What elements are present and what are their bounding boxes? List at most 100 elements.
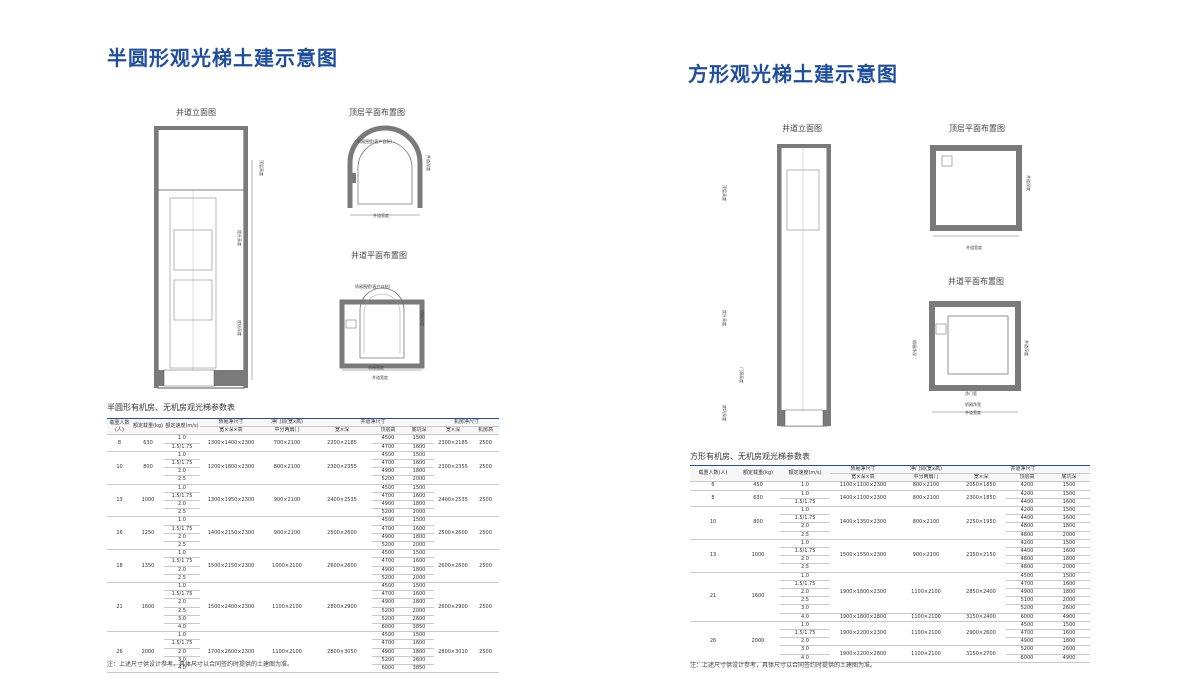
cell-speed: 1.5/1.75: [164, 639, 200, 649]
cell-speed: 4.0: [780, 654, 830, 663]
cell-pit-depth: 1600: [404, 590, 435, 600]
cell-top-height: 4900: [372, 500, 404, 510]
cell-pit-depth: 2600: [404, 656, 435, 666]
cell-load: 630: [736, 490, 780, 508]
cell-persons: 6: [690, 481, 736, 491]
cell-speed: 3.0: [164, 656, 200, 666]
cell-shaft: 2300×2355: [312, 451, 372, 485]
cell-shaft: 3150×2400: [956, 613, 1006, 622]
cell-speed: 1.0: [164, 516, 200, 526]
rt-head-door: 净门洞(宽x高): [896, 464, 956, 475]
right-shaft-depth-label: 井道深度: [1024, 340, 1029, 356]
cell-speed: 1.5/1.75: [164, 557, 200, 567]
cell-pit-depth: 1600: [1048, 580, 1091, 590]
cell-load: 2000: [736, 621, 780, 663]
cell-top-height: 4500: [372, 434, 404, 444]
cell-top-height: 6000: [1006, 654, 1048, 663]
cell-top-height: 4700: [372, 443, 404, 452]
left-pit-label: 底坑深度: [237, 320, 242, 336]
left-elev-label: 井道立面图: [176, 108, 216, 117]
cell-pit-depth: 1800: [404, 648, 435, 657]
right-top-height-label: 顶层高度: [722, 185, 727, 201]
cell-room-height: 2500: [472, 434, 500, 452]
cell-top-height: 4700: [372, 525, 404, 534]
cell-pit-depth: 1800: [404, 500, 435, 510]
cell-pit-depth: 1500: [404, 549, 435, 559]
lt-head-car: 轿厢净尺寸: [200, 417, 262, 428]
cell-pit-depth: 1500: [1048, 539, 1091, 549]
right-door-width-label: 净门宽: [965, 391, 977, 396]
cell-speed: 3.0: [164, 615, 200, 625]
cell-speed: 2.5: [780, 596, 830, 606]
cell-pit-depth: 3850: [404, 664, 435, 674]
lt-head-door: 净门洞(宽x高): [262, 417, 312, 428]
cell-door: 800×2100: [896, 490, 956, 508]
cell-speed: 2.5: [164, 607, 200, 616]
cell-persons: 10: [690, 506, 736, 540]
cell-load: 1350: [132, 549, 164, 584]
cell-top-height: 5100: [1006, 596, 1048, 606]
cell-persons: 13: [690, 539, 736, 573]
cell-pit-depth: 1800: [404, 533, 435, 543]
cell-speed: 1.5/1.75: [164, 525, 200, 534]
cell-speed: 3.0: [780, 604, 830, 614]
left-param-table: 载重人数(人) 额定载重(kg) 额定速度(m/s) 轿厢净尺寸 净门洞(宽x高…: [107, 417, 500, 674]
cell-door: 900×2100: [262, 484, 312, 518]
cell-room-height: 2500: [472, 631, 500, 674]
rt-head-load: 额定载重(kg): [736, 464, 780, 483]
right-pit-label: 底坑深度: [722, 405, 727, 421]
cell-speed: 2.0: [164, 566, 200, 575]
left-shaft-width-label: 井道宽度: [372, 375, 388, 380]
left-top-plan-label: 顶层平面布置图: [349, 108, 405, 117]
cell-pit-depth: 1600: [1048, 498, 1091, 508]
right-param-table: 载重人数(人) 额定载重(kg) 额定速度(m/s) 轿厢净尺寸 净门洞(宽x高…: [690, 464, 1091, 663]
lt-head-room: 机房净尺寸: [434, 417, 500, 428]
cell-persons: 26: [107, 631, 132, 674]
left-overhead-label: 提升高度: [237, 230, 242, 246]
cell-speed: 1.5/1.75: [164, 492, 200, 502]
rt-head-speed: 额定速度(m/s): [780, 464, 830, 483]
lt-head-speed: 额定速度(m/s): [164, 417, 200, 436]
cell-persons: 16: [107, 516, 132, 551]
cell-top-height: 4900: [372, 566, 404, 575]
cell-car: 1400×1350×2300: [830, 506, 896, 540]
cell-top-height: 4700: [372, 590, 404, 600]
cell-top-height: 4900: [372, 467, 404, 477]
cell-door: 1100×2100: [262, 582, 312, 633]
left-table-caption: 半圆形有机房、无机房观光梯参数表: [107, 403, 235, 412]
cell-room-height: 2500: [472, 582, 500, 633]
cell-speed: 1.5/1.75: [780, 514, 830, 524]
cell-shaft: 2600×2600: [312, 549, 372, 584]
cell-pit-depth: 1600: [1048, 629, 1091, 639]
cell-room: 2300×2355: [434, 451, 473, 485]
cell-pit-depth: 1500: [1048, 572, 1091, 581]
cell-shaft: 2300×1850: [956, 490, 1006, 508]
cell-door: 1100×2100: [262, 631, 312, 674]
cell-speed: 2.5: [164, 574, 200, 584]
lt-head-shaft: 井道净尺寸: [312, 417, 435, 428]
left-shaft-plan-label: 井道平面布置图: [351, 251, 407, 260]
cell-pit-depth: 1800: [1048, 588, 1091, 598]
cell-door: 700×2100: [262, 434, 312, 452]
left-note: 注：上述尺寸供设计参考，具体尺寸以合同签约时提供的土建图为准。: [107, 661, 294, 668]
rt-sub-top: 顶层高: [1006, 473, 1048, 483]
cell-top-height: 4500: [372, 631, 404, 641]
right-elevation-drawing: [777, 144, 831, 427]
cell-door: 800×2100: [896, 506, 956, 540]
